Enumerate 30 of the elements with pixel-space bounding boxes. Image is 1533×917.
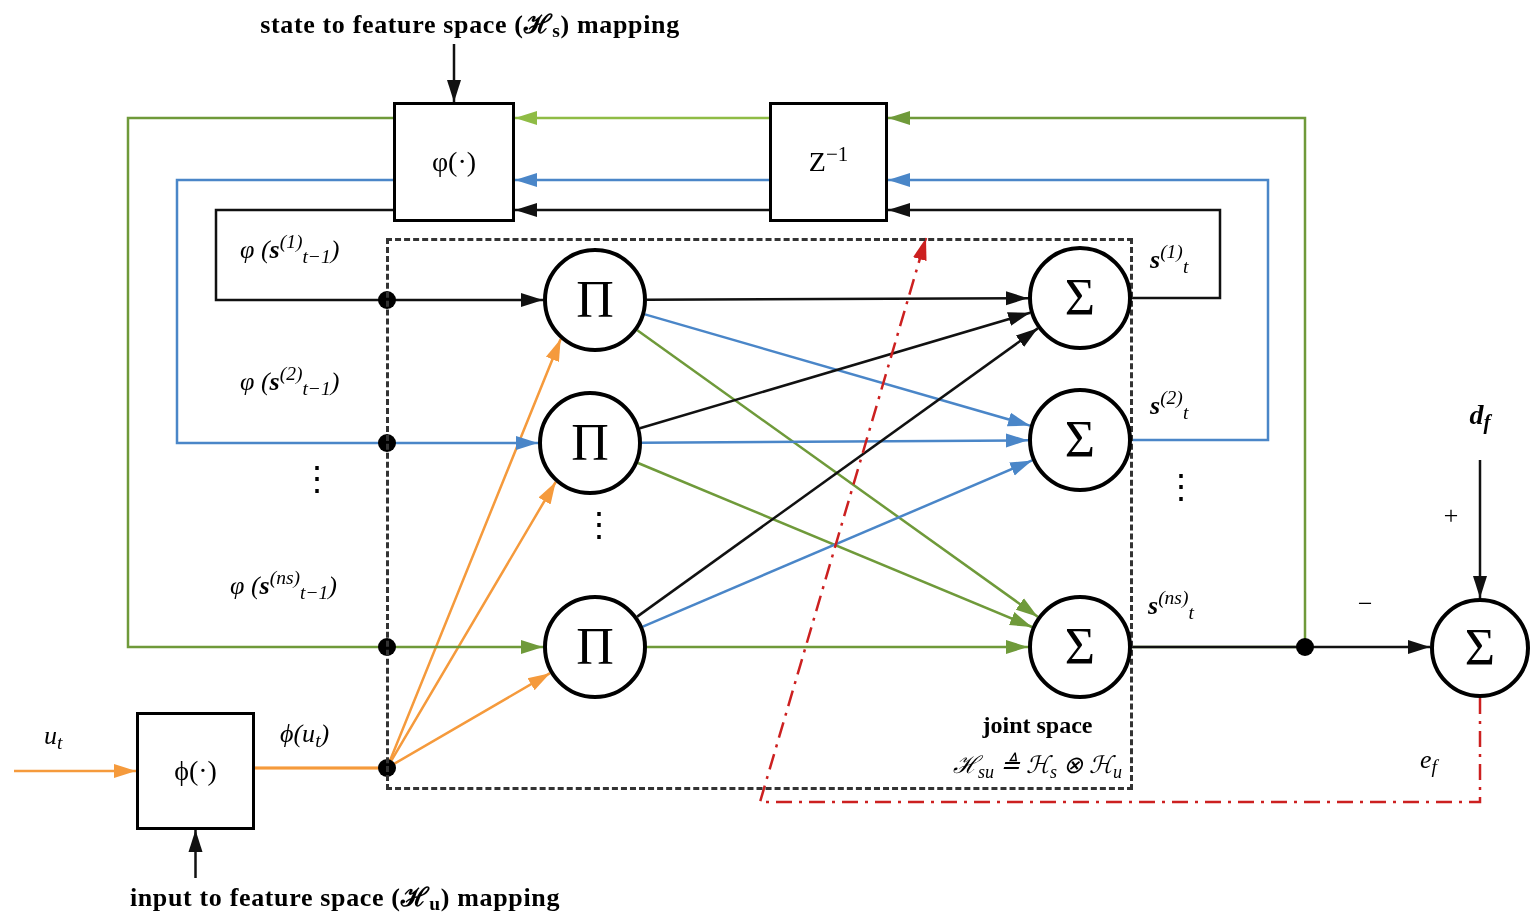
caption-text: input to feature space (ℋ$_{u}$) mapping [10, 878, 680, 916]
arrow [642, 433, 1028, 448]
arrow [515, 173, 769, 187]
arrow [214, 208, 543, 307]
function-box: φ(·) [393, 102, 515, 222]
ellipsis-dots: ⋮ [582, 508, 616, 542]
function-box: Z$^{−1}$ [769, 102, 888, 222]
ellipsis-dots: ⋮ [1164, 470, 1198, 504]
arrow [515, 203, 769, 217]
arrow [126, 116, 543, 654]
ellipsis-dots: ⋮ [300, 462, 334, 496]
caption-text: state to feature space (ℋ$_{s}$) mapping [140, 4, 800, 44]
arrow [188, 830, 203, 878]
arrow [647, 640, 1028, 654]
arrow [647, 291, 1028, 306]
formula-text: ℋ$_{su}$ ≜ ℋ$_{s}$ ⊗ ℋ$_{u}$ [952, 751, 1122, 783]
signal-label: d$_{f}$ [1450, 390, 1510, 440]
arrow [175, 178, 538, 450]
arrow [758, 237, 1482, 804]
arrow [447, 44, 461, 102]
arrow [255, 672, 551, 770]
arrow [888, 203, 1222, 300]
arrow [1132, 640, 1430, 654]
arrow [1473, 460, 1487, 598]
arrow [14, 764, 136, 778]
joint-space-region [386, 238, 1133, 790]
region-caption: joint space [982, 711, 1093, 740]
arrow [888, 173, 1270, 442]
arrow [515, 111, 769, 125]
function-box: ϕ(·) [136, 712, 255, 830]
